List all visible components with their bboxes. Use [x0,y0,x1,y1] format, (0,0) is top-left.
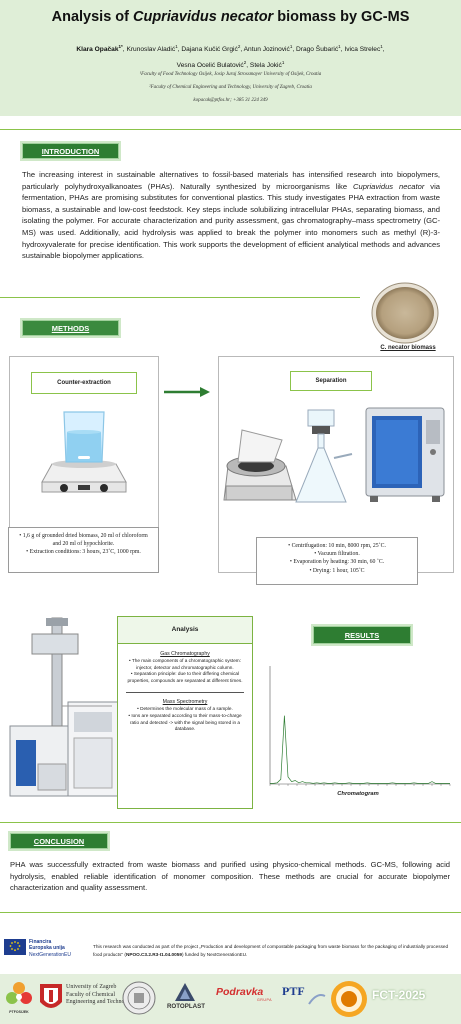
list-item: • Centrifugation: 10 min, 8000 rpm, 25˚C… [288,543,386,549]
author-name: Klara Opačak [76,46,119,54]
seal-icon [122,981,156,1015]
separation-conditions: • Centrifugation: 10 min, 8000 rpm, 25˚C… [256,537,418,585]
process-arrow [164,384,210,397]
university-seal-icon [40,984,62,1008]
university-zagreb-logo [38,982,64,1014]
list-item: • Determines the molecular mass of a sam… [137,706,233,712]
introduction-heading: INTRODUCTION [22,143,119,159]
conclusion-text: PHA was successfully extracted from wast… [10,860,450,893]
results-heading: RESULTS [313,626,411,644]
analysis-panel: Analysis Gas Chromatography • The main c… [117,616,253,809]
counter-extraction-title: Counter-extraction [31,372,137,394]
chromatogram-svg [269,666,451,786]
fct-emblem [330,980,368,1018]
list-item: • Extraction conditions: 3 hours, 23˚C, … [26,549,141,556]
author-affiliation-mark: 1 [289,44,293,49]
lab-equipment-icon [223,407,445,503]
eu-funding-label: Financira Europska unija NextGenerationE… [29,939,71,958]
chromatogram-chart: Chromatogram [260,660,456,806]
chart-axes [269,666,450,785]
petri-dish-icon [371,282,439,344]
list-item: • Drying: 1 hour, 105˚C [309,567,365,574]
ptf-flower-icon [6,982,32,1004]
poster-title: Analysis of Cupriavidus necator biomass … [51,9,410,25]
contact-info: kopacak@ptfos.hr; +385 31 224 349 [193,98,268,103]
funding-acknowledgement: This research was conducted as part of t… [93,944,449,957]
rotoplast-icon [175,983,195,1001]
conclusion-heading: CONCLUSION [10,833,108,849]
author-name: Dajana Kučić Grgić [181,46,238,54]
author-line-1: Klara Opačak1*, Krunoslav Aladić1, Dajan… [76,44,385,54]
affiliation-2: ²Faculty of Chemical Engineering and Tec… [149,85,312,90]
divider [0,822,461,823]
separation-illustration [222,400,452,508]
affiliation-1: ¹Faculty of Food Technology Osijek, Josi… [139,72,322,77]
fct-badge-icon [331,981,367,1017]
author-affiliation-mark: 1 [281,60,285,66]
hotplate-stirrer-icon [41,411,127,493]
text-segment: The increasing interest in sustainable a… [22,170,440,191]
osijek-university-seal [122,981,156,1015]
biomass-caption: C. necator biomass [380,345,436,351]
analysis-title: Analysis [118,617,252,644]
list-item: • Evaporation by heating: 30 min, 60 ˚C. [289,559,385,566]
gc-ms-icon [9,617,119,797]
fct-2025-label: FCT-2025 [372,988,426,1002]
divider [0,297,360,298]
author-affiliation-mark: 2 [243,60,247,66]
author-affiliation-mark: 1 [175,44,178,49]
chromatogram-caption: Chromatogram [337,791,379,797]
arrow-right-icon [164,387,210,397]
ms-heading: Mass Spectrometry [162,699,208,706]
ptf-osijek-logo: PTFOSIJEK [4,980,34,1020]
author-name: Ivica Strelec [344,46,381,54]
divider [126,692,244,694]
author-affiliation-mark: 1* [118,44,123,49]
separation-title: Separation [290,371,372,391]
author-name: Drago Šubarić [296,46,339,54]
author-line-2: Vesna Ocelić Bulatović2, Stela Jokić1 [176,60,285,70]
eu-stars-icon [9,941,21,952]
gcms-instrument-illustration [8,614,122,800]
author-affiliation-mark: 2 [237,44,241,49]
author-name: Antun Jozinović [243,46,290,54]
introduction-text: The increasing interest in sustainable a… [22,169,440,262]
list-item: • Vacuum filtration. [314,551,360,558]
author-name: Krunoslav Aladić [126,46,176,54]
list-item: • Ions are separated according to their … [128,712,242,732]
author-affiliation-mark: 1 [338,44,341,49]
rotoplast-logo: ROTOPLAST [160,982,210,1016]
counter-extraction-conditions: • 1,6 g of grounded dried biomass, 20 ml… [8,527,159,573]
biomass-photo [371,282,439,344]
divider [0,912,461,913]
author-name: Vesna Ocelić Bulatović [176,62,244,70]
species-name: Cupriavidus necator [353,181,425,191]
list-item: • 1,6 g of grounded dried biomass, 20 ml… [19,533,148,548]
chromatogram-trace [270,715,450,784]
ptf-logo: PTF [282,984,328,1014]
ptf-swoosh-icon [308,994,326,1005]
university-zagreb-text: University of Zagreb Faculty of Chemical… [66,984,136,1005]
text-segment: via fermentation, PHAs are promising sub… [22,181,440,261]
podravka-logo: Podravka GRUPA [216,986,272,1002]
list-item: • The main components of a chromatograph… [128,658,242,670]
methods-heading: METHODS [22,320,119,336]
sponsor-footer [0,974,461,1024]
author-name: Stela Jokić [249,62,282,70]
poster-header [0,0,461,116]
magnetic-stirrer-illustration [34,402,134,498]
divider [0,129,461,130]
author-list: Klara Opačak1*, Krunoslav Aladić1, Dajan… [6,40,455,72]
author-affiliation-mark: 1 [380,44,383,49]
list-item: • Separation principle: due to their dif… [127,671,243,683]
gc-heading: Gas Chromatography [160,651,210,657]
eu-flag [4,939,26,955]
